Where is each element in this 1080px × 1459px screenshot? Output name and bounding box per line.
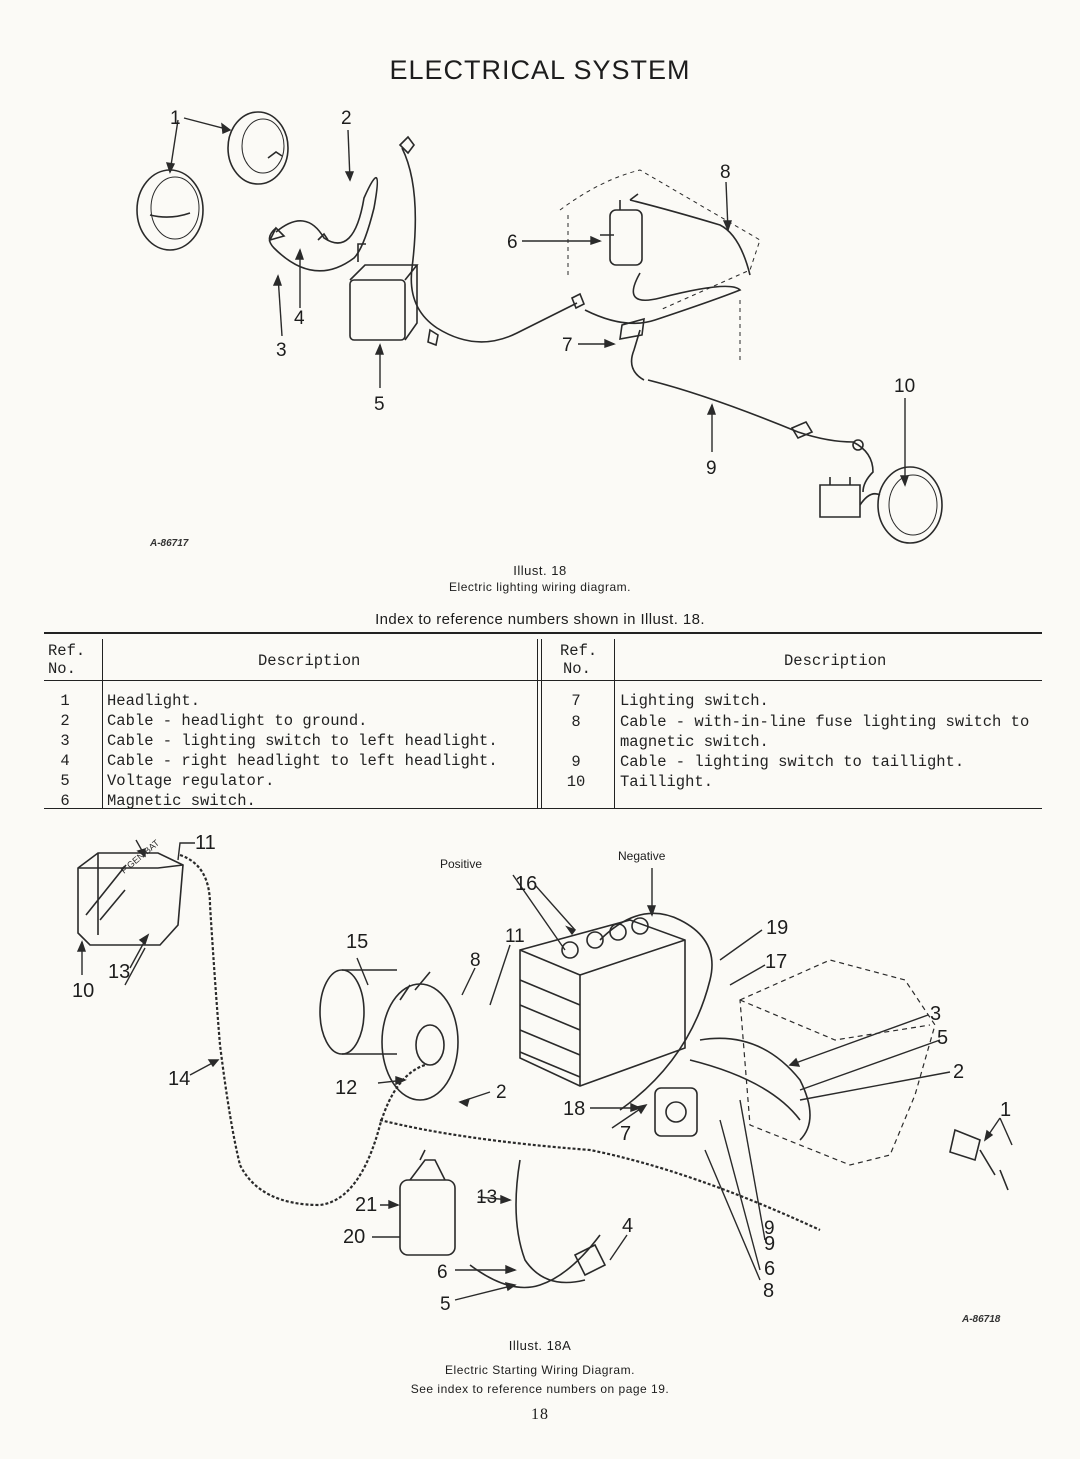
callout-label: 13 [108, 961, 130, 983]
callout-label: 7 [562, 335, 573, 356]
table-cell-ref: 9 [571, 753, 581, 771]
callout-label: 10 [894, 376, 915, 397]
callout-label: 17 [765, 951, 787, 973]
callout-label: 1 [1000, 1099, 1011, 1121]
callout-label: 9 [764, 1233, 775, 1255]
ref-header: No. [48, 660, 76, 678]
callout-label: 6 [507, 232, 518, 253]
ref-header: Ref. [560, 642, 598, 660]
table-divider [102, 639, 103, 809]
illust18-caption-number: Illust. 18 [513, 563, 567, 578]
table-cell-desc: Magnetic switch. [107, 792, 256, 810]
callout-label: 13 [476, 1187, 497, 1208]
table-cell-ref: 1 [60, 692, 70, 710]
index-heading: Index to reference numbers shown in Illu… [375, 611, 705, 628]
table-cell-desc: Headlight. [107, 692, 201, 710]
table-cell-ref: 2 [60, 712, 70, 730]
positive-label: Positive [440, 857, 482, 871]
callout-label: 14 [168, 1068, 190, 1090]
table-cell-desc: Cable - lighting switch to left headligh… [107, 732, 498, 750]
callout-label: 6 [437, 1262, 448, 1283]
reference-index-table: Ref. No. Description Ref. No. Descriptio… [48, 642, 1030, 810]
illust18a-caption-text: Electric Starting Wiring Diagram. [445, 1363, 635, 1377]
description-header: Description [784, 652, 887, 670]
callout-label: 8 [763, 1280, 774, 1302]
callout-label: 4 [622, 1215, 633, 1237]
table-cell-desc: Lighting switch. [620, 692, 769, 710]
callout-label: 9 [764, 1218, 775, 1239]
lighting-wiring-diagram: 1 2 3 4 5 6 7 8 9 10 A-86717 [136, 108, 943, 549]
table-cell-desc: Cable - headlight to ground. [107, 712, 368, 730]
negative-label: Negative [618, 849, 666, 863]
table-cell-ref: 8 [571, 713, 581, 731]
callout-label: 1 [170, 108, 181, 129]
callout-label: 18 [563, 1098, 585, 1120]
table-cell-ref: 10 [566, 773, 586, 791]
callout-label: 3 [276, 340, 287, 361]
table-cell-desc: magnetic switch. [620, 733, 769, 751]
table-cell-desc: Voltage regulator. [107, 772, 275, 790]
table-cell-desc: Taillight. [620, 773, 714, 791]
callout-label: 9 [706, 458, 717, 479]
callout-label: 3 [930, 1003, 941, 1025]
callout-label: 5 [374, 394, 385, 415]
callout-label: 8 [720, 162, 731, 183]
table-top-rule [44, 632, 1042, 634]
table-cell-desc: Cable - with-in-line fuse lighting switc… [620, 713, 1030, 731]
callout-label: 19 [766, 917, 788, 939]
illust18a-caption-note: See index to reference numbers on page 1… [410, 1382, 670, 1396]
callout-label: 8 [470, 950, 481, 971]
table-cell-ref: 6 [60, 792, 70, 810]
page-number: 18 [531, 1406, 549, 1423]
ref-header: No. [563, 660, 591, 678]
table-cell-ref: 3 [60, 732, 70, 750]
callout-label: 2 [496, 1082, 507, 1103]
table-divider [537, 639, 538, 809]
callout-label: 6 [764, 1258, 775, 1280]
ref-header: Ref. [48, 642, 86, 660]
callout-label: 11 [195, 832, 216, 854]
table-divider [541, 639, 542, 809]
callout-label: 2 [341, 108, 352, 129]
table-bottom-rule [44, 808, 1042, 809]
illust18a-caption-number: Illust. 18A [508, 1338, 572, 1353]
callout-label: 12 [335, 1077, 357, 1099]
callout-label: 5 [937, 1027, 948, 1049]
callout-label: 11 [505, 926, 525, 947]
table-cell-desc: Cable - lighting switch to taillight. [620, 753, 965, 771]
callout-label: 21 [355, 1194, 377, 1216]
table-header-rule [44, 680, 1042, 681]
table-cell-ref: 4 [60, 752, 70, 770]
illust18-caption-text: Electric lighting wiring diagram. [449, 580, 631, 594]
callout-label: 10 [72, 980, 94, 1002]
callout-label: 2 [953, 1061, 964, 1083]
table-cell-ref: 7 [571, 692, 581, 710]
figure-number: A-86717 [149, 538, 189, 549]
callout-label: 7 [620, 1123, 631, 1145]
table-cell-ref: 5 [60, 772, 70, 790]
starting-wiring-diagram: F GEN BAT [72, 832, 1013, 1325]
table-divider [614, 639, 615, 809]
regulator-marks: F GEN BAT [119, 837, 162, 875]
figure-number: A-86718 [961, 1314, 1001, 1325]
table-cell-desc: Cable - right headlight to left headligh… [107, 752, 498, 770]
callout-label: 4 [294, 308, 305, 329]
callout-label: 20 [343, 1226, 365, 1248]
callout-label: 16 [515, 873, 537, 895]
callout-label: 15 [346, 931, 368, 953]
page-title: ELECTRICAL SYSTEM [389, 55, 691, 85]
description-header: Description [258, 652, 361, 670]
callout-label: 5 [440, 1294, 451, 1315]
